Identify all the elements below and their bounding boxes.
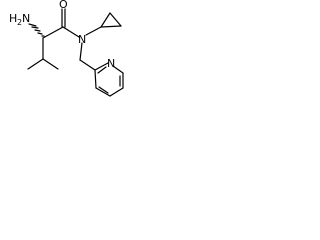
- bond-c-alpha: [42, 26, 64, 39]
- py-bond-5: [95, 87, 111, 97]
- carbonyl-o-label: O: [59, 0, 68, 11]
- py-bond-6: [94, 69, 97, 89]
- py-bond-1: [94, 62, 109, 71]
- amide-n-label: N: [78, 33, 86, 46]
- pyridine-n-label: N: [107, 57, 115, 70]
- py-bond-4: [109, 87, 124, 97]
- bond-ch2-py: [79, 59, 96, 71]
- amine-h-label: H: [9, 12, 17, 25]
- bond-c-n: [62, 26, 80, 38]
- bond-n-ch2: [79, 42, 83, 61]
- py-inner-3: [97, 66, 107, 74]
- bond-ch-me2: [42, 58, 59, 70]
- bond-n-cp: [85, 26, 102, 36]
- bond-cp-2: [109, 12, 122, 27]
- stereo-hash-bond: [28, 23, 45, 37]
- py-bond-2: [112, 65, 124, 74]
- molecule-structure: H 2 N O N N: [9, 0, 124, 97]
- py-inner-2: [98, 86, 109, 94]
- bond-ch-me1: [27, 58, 44, 70]
- amine-n-label: N: [22, 12, 30, 25]
- bond-cp-1: [100, 25, 122, 28]
- bond-cp-3: [100, 12, 111, 28]
- amine-subscript-label: 2: [17, 18, 22, 27]
